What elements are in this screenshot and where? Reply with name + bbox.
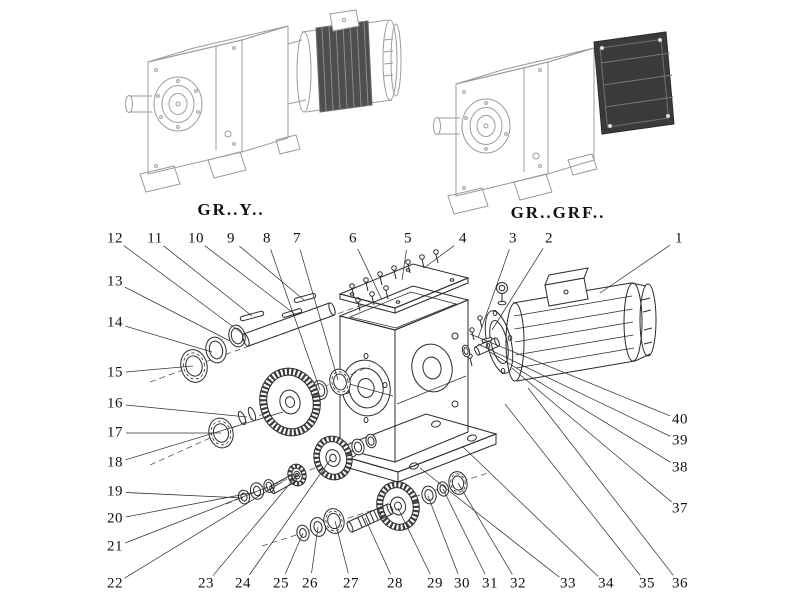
callout-27: 27	[343, 575, 359, 592]
screw-part	[369, 291, 375, 306]
ring-part	[421, 485, 437, 505]
callout-35: 35	[639, 575, 655, 592]
ring-part	[205, 336, 227, 364]
callout-38: 38	[672, 459, 688, 476]
callout-21: 21	[107, 538, 123, 555]
ring-part	[237, 489, 251, 505]
callout-18: 18	[107, 454, 123, 471]
ring-part	[263, 479, 275, 493]
callout-5: 5	[404, 230, 412, 247]
callout-15: 15	[107, 364, 123, 381]
screw-part	[419, 254, 425, 269]
callout-6: 6	[349, 230, 357, 247]
callout-36: 36	[672, 575, 688, 592]
callout-1: 1	[675, 230, 683, 247]
callout-26: 26	[302, 575, 318, 592]
callout-28: 28	[387, 575, 403, 592]
shaft-part	[242, 302, 336, 347]
callout-12: 12	[107, 230, 123, 247]
callout-16: 16	[107, 395, 123, 412]
electric-motor	[484, 267, 657, 382]
callout-31: 31	[482, 575, 498, 592]
gearbox-housing	[338, 285, 470, 463]
callout-8: 8	[263, 230, 271, 247]
exploded-parts	[180, 249, 500, 542]
callout-3: 3	[509, 230, 517, 247]
bearing-part	[180, 349, 208, 383]
callout-23: 23	[198, 575, 214, 592]
assembled-view-gr-grf	[433, 31, 675, 215]
callout-34: 34	[598, 575, 614, 592]
eye-bolt	[496, 282, 508, 306]
variant-label-gr-y: GR..Y..	[197, 200, 265, 219]
bearing-part	[329, 368, 351, 396]
screw-part	[433, 249, 439, 264]
callout-14: 14	[107, 314, 123, 331]
callout-30: 30	[454, 575, 470, 592]
shaft-part	[346, 503, 394, 533]
callout-9: 9	[227, 230, 235, 247]
callout-2: 2	[545, 230, 553, 247]
screw-part	[391, 265, 397, 280]
key-part	[293, 292, 317, 304]
ring-part	[461, 344, 471, 358]
gear-part	[259, 367, 321, 437]
screw-part	[349, 283, 355, 298]
callout-19: 19	[107, 483, 123, 500]
motor-flange	[484, 310, 514, 374]
callout-11: 11	[147, 230, 163, 247]
callout-24: 24	[235, 575, 251, 592]
callout-7: 7	[293, 230, 301, 247]
screw-part	[377, 271, 383, 286]
gear-part	[313, 435, 353, 481]
callout-13: 13	[107, 273, 123, 290]
motor-bolts	[467, 315, 483, 367]
callout-37: 37	[672, 500, 688, 517]
callout-20: 20	[107, 510, 123, 527]
callout-10: 10	[188, 230, 204, 247]
screw-part	[355, 297, 361, 312]
callout-39: 39	[672, 432, 688, 449]
callout-32: 32	[510, 575, 526, 592]
callout-29: 29	[427, 575, 443, 592]
variant-label-gr-grf: GR..GRF..	[510, 203, 606, 222]
ring-part	[365, 433, 377, 449]
screw-part	[363, 277, 369, 292]
assembled-view-gr-y	[125, 9, 402, 193]
ring-part	[228, 324, 246, 348]
screw-part	[405, 259, 411, 274]
gear-part	[376, 481, 420, 531]
callout-40: 40	[672, 411, 688, 428]
ring-part	[351, 438, 365, 456]
callout-25: 25	[273, 575, 289, 592]
axis-lines	[149, 304, 489, 547]
callout-22: 22	[107, 575, 123, 592]
screw-part	[383, 285, 389, 300]
leader-lines	[123, 244, 674, 579]
exploded-view	[149, 249, 657, 547]
callout-33: 33	[560, 575, 576, 592]
bearing-part	[323, 508, 345, 534]
callout-4: 4	[459, 230, 467, 247]
callout-17: 17	[107, 424, 123, 441]
